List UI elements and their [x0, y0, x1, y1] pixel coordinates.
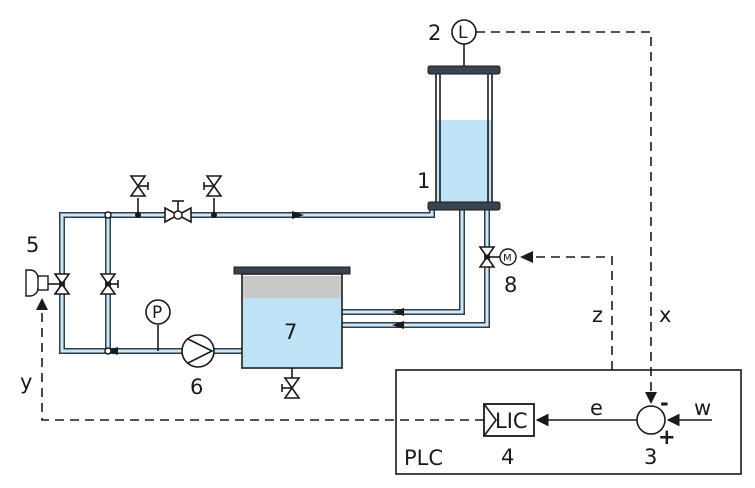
controller-tag: LIC [495, 409, 528, 433]
signal-z: z [592, 303, 603, 327]
signal-y: y [20, 370, 32, 394]
signal-e: e [590, 396, 603, 420]
reservoir-number: 7 [284, 320, 297, 344]
signal-x: x [659, 303, 671, 327]
pump-number: 6 [190, 375, 203, 399]
level-sensor-number: 2 [428, 21, 441, 45]
globe-valve [164, 200, 192, 224]
hand-valve-2 [203, 175, 223, 215]
tank-number: 1 [417, 169, 430, 193]
control-valve-number: 5 [26, 233, 39, 257]
signal-w: w [694, 396, 711, 420]
motor-valve-8: M 8 [478, 246, 517, 297]
bypass-valve [99, 273, 119, 295]
motor-valve-number: 8 [504, 273, 517, 297]
comparator-number: 3 [644, 445, 657, 469]
hand-valve-1 [129, 175, 149, 215]
comparator-plus: + [658, 425, 676, 449]
motor-symbol: M [503, 253, 512, 264]
signal-lines: x z y [20, 31, 671, 421]
pressure-gauge: P [145, 299, 171, 351]
plc-box: PLC LIC 4 - + 3 w e [395, 369, 742, 475]
pipe-network [59, 205, 490, 355]
reservoir-7: 7 [233, 266, 351, 399]
controller-number: 4 [501, 445, 514, 469]
plc-label: PLC [404, 446, 443, 470]
pump-6: 6 [181, 334, 215, 399]
control-valve-5: 5 [25, 233, 71, 297]
level-sensor: L 2 [428, 19, 477, 66]
tank-1: 1 [417, 65, 501, 211]
pressure-gauge-symbol: P [152, 303, 162, 323]
comparator-minus: - [660, 391, 669, 415]
level-sensor-symbol: L [458, 23, 468, 43]
